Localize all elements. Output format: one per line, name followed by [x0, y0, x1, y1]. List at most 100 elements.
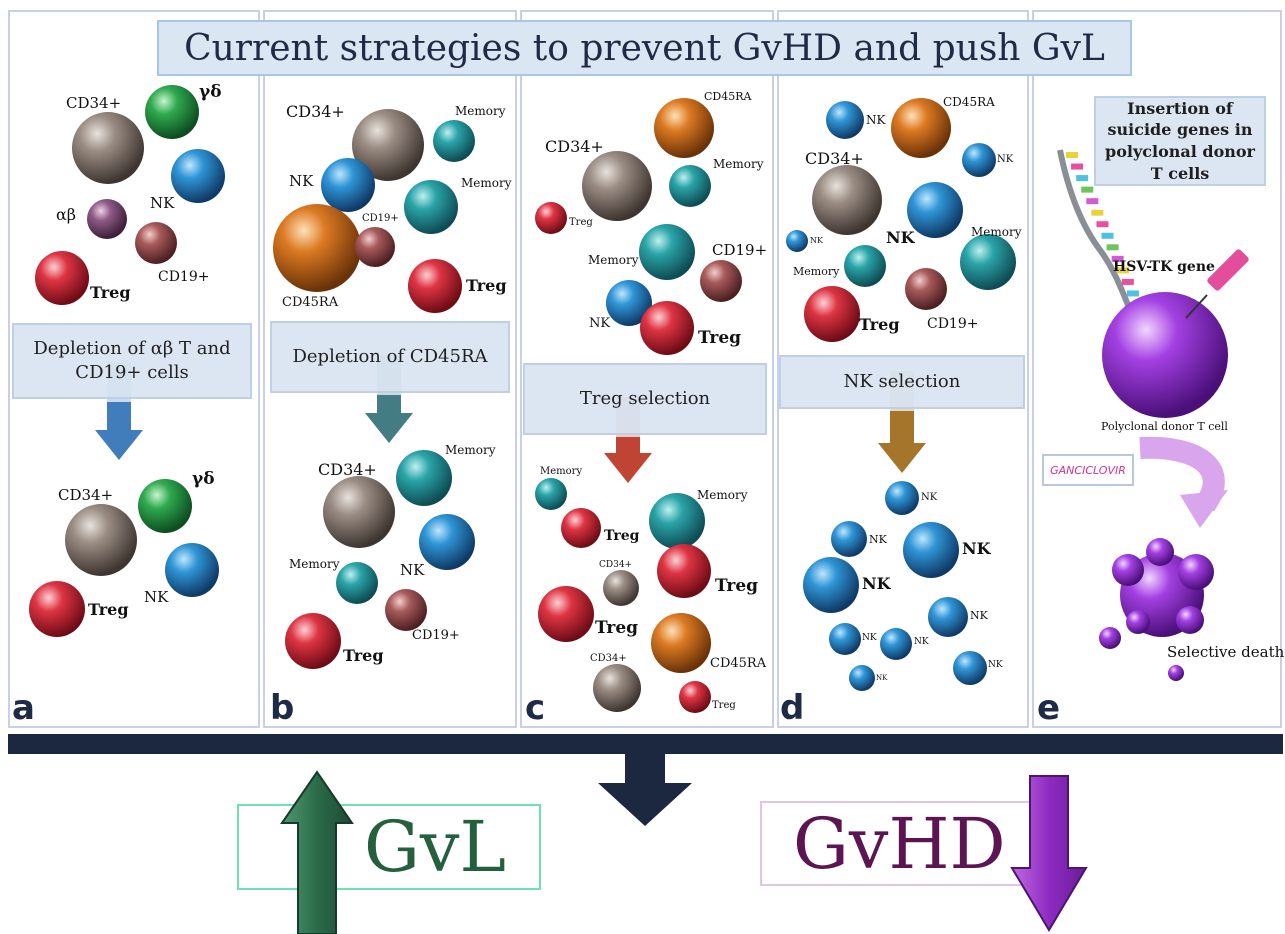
nk-cell: [907, 182, 963, 238]
label-cd34: CD34+: [66, 94, 122, 112]
label-selective-death: Selective death: [1167, 643, 1285, 661]
label-treg-small: Treg: [569, 217, 593, 228]
cd19-cell: [385, 589, 427, 631]
cells-layer: [29, 85, 1184, 713]
gvl-label: GvL: [364, 806, 506, 888]
nk-cell: [786, 230, 808, 252]
down-arrow-a: [95, 402, 143, 460]
memory-cell: [844, 245, 886, 287]
gvl-box: [237, 804, 541, 890]
label-memory: Memory: [793, 265, 840, 278]
label-nk-after: NK: [914, 637, 929, 647]
label-memory-after: Memory: [289, 557, 340, 571]
caption-d: NK selection: [779, 355, 1025, 409]
label-treg: Treg: [859, 315, 900, 334]
down-arrow-b: [365, 395, 413, 443]
treg-cell: [657, 544, 711, 598]
cd34-cell: [812, 165, 882, 235]
dna-base-pair: [1066, 152, 1078, 158]
nk-cell: [953, 651, 987, 685]
label-memory: Memory: [971, 225, 1022, 239]
label-treg: Treg: [90, 283, 131, 302]
label-treg-after: Treg: [595, 618, 639, 638]
dna-base-pair: [1086, 198, 1099, 205]
cd45ra-cell: [651, 613, 711, 673]
label-cd19: CD19+: [362, 213, 399, 224]
dna-base-pair: [1101, 232, 1114, 239]
label-nk: NK: [589, 316, 611, 331]
dna-base-pair: [1081, 186, 1094, 193]
label-nk: NK: [810, 236, 823, 245]
nk-cell: [171, 149, 225, 203]
label-treg: Treg: [698, 328, 742, 348]
label-nk-after: NK: [869, 533, 887, 546]
label-nk-after: NK: [862, 633, 877, 643]
memory-cell: [535, 478, 567, 510]
label-memory: Memory: [461, 176, 512, 190]
label-gamma-delta-after: γδ: [192, 469, 215, 489]
label-cd19: CD19+: [158, 269, 210, 285]
label-cd45ra-after: CD45RA: [710, 656, 767, 671]
nk-cell: [903, 522, 959, 578]
nk-cell: [321, 158, 375, 212]
label-cd45ra: CD45RA: [943, 95, 995, 109]
nk-cell: [606, 280, 652, 326]
gvl-up-arrow: [280, 770, 354, 934]
dna-base-pair: [1116, 267, 1129, 274]
memory-cell: [639, 224, 695, 280]
label-nk-after: NK: [988, 660, 1003, 670]
nk-cell: [962, 143, 996, 177]
treg-cell: [679, 681, 711, 713]
label-nk: NK: [997, 154, 1014, 165]
label-cd19-after: CD19+: [412, 628, 460, 643]
figure-title: Current strategies to prevent GvHD and p…: [157, 20, 1132, 76]
down-arrow-c: [604, 437, 652, 483]
down-arrow: [598, 754, 692, 826]
apoptotic-bleb: [1146, 538, 1174, 566]
cd34-cell: [352, 109, 424, 181]
caption-e: Insertion of suicide genes in polyclonal…: [1094, 96, 1266, 186]
label-memory-after: Memory: [540, 466, 583, 477]
label-nk-after: NK: [962, 539, 991, 558]
panel-e-artwork: [1057, 149, 1249, 637]
label-cd19: CD19+: [712, 241, 768, 259]
dna-base-pair: [1076, 175, 1089, 182]
curved-arrow-head: [1180, 490, 1228, 528]
purple-cell: [1168, 665, 1184, 681]
label-nk-after: NK: [144, 588, 169, 606]
label-treg-after: Treg: [712, 700, 736, 711]
label-nk: NK: [289, 172, 314, 190]
label-cd34-after: CD34+: [599, 560, 633, 570]
label-nk: NK: [150, 194, 175, 212]
treg-cell: [29, 581, 85, 637]
label-alpha-beta: αβ: [56, 205, 77, 224]
label-nk-after: NK: [970, 609, 988, 622]
treg-cell: [408, 259, 462, 313]
label-memory: Memory: [713, 157, 764, 171]
cd34-cell: [323, 476, 395, 548]
label-cd34-after: CD34+: [58, 486, 114, 504]
dna-base-pair: [1126, 290, 1139, 297]
gvhd-label: GvHD: [793, 803, 1006, 885]
label-treg-after: Treg: [715, 576, 759, 596]
apoptotic-bleb: [1112, 554, 1144, 586]
label-nk-after: NK: [400, 561, 425, 579]
down-arrow-d: [878, 411, 926, 473]
label-nk-after: NK: [862, 574, 891, 593]
cd45ra-cell: [273, 204, 361, 292]
apoptotic-bleb: [1126, 610, 1150, 634]
bottom-bar: [8, 734, 1283, 754]
nk-cell: [803, 557, 859, 613]
label-nk: NK: [866, 113, 886, 127]
label-treg-after: Treg: [88, 600, 129, 619]
label-nk-after: NK: [876, 674, 888, 682]
cd34-cell: [72, 112, 144, 184]
dna-base-pair: [1096, 221, 1109, 228]
purple-cell: [1099, 627, 1121, 649]
label-cd34-after: CD34+: [318, 460, 377, 479]
dna-strand: [1057, 149, 1133, 312]
label-ganciclovir: GANCICLOVIR: [1042, 454, 1134, 486]
treg-cell: [535, 202, 567, 234]
label-gamma-delta: γδ: [199, 82, 222, 102]
label-cd34: CD34+: [545, 137, 604, 156]
